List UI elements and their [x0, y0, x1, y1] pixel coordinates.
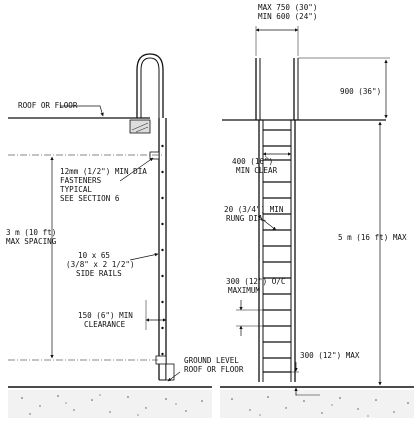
fasteners-label: 12mm (1/2") MIN DIA FASTENERS TYPICAL SE…	[60, 167, 147, 203]
fastener-brackets	[149, 151, 175, 381]
svg-text:RUNG DIA.: RUNG DIA.	[226, 214, 267, 223]
width-max-label: MAX 750 (30")	[258, 3, 317, 12]
svg-text:TYPICAL: TYPICAL	[60, 185, 92, 194]
handrail-extension	[136, 53, 164, 118]
svg-text:SEE SECTION 6: SEE SECTION 6	[60, 194, 120, 203]
svg-text:MAX SPACING: MAX SPACING	[6, 237, 57, 246]
svg-text:SIDE RAILS: SIDE RAILS	[76, 269, 122, 278]
min-clear-label: 400 (16") MIN CLEAR	[232, 157, 278, 175]
rungs	[263, 129, 291, 373]
svg-text:300 (12") O/C: 300 (12") O/C	[226, 277, 285, 286]
rail-extensions	[255, 58, 299, 120]
width-dimension	[255, 26, 299, 56]
roof-slab	[8, 117, 151, 134]
svg-text:400 (16"): 400 (16")	[232, 157, 273, 166]
svg-text:20 (3/4") MIN: 20 (3/4") MIN	[224, 205, 284, 214]
rung-spacing-label: 300 (12") O/C MAXIMUM	[226, 277, 285, 295]
svg-text:12mm (1/2") MIN DIA: 12mm (1/2") MIN DIA	[60, 167, 147, 176]
extension-label: 900 (36")	[340, 87, 381, 96]
rung-ends	[161, 144, 164, 356]
ground-slab-left	[8, 386, 212, 418]
bottom-dimension	[291, 362, 320, 396]
svg-text:GROUND LEVEL: GROUND LEVEL	[184, 356, 239, 365]
roof-or-floor-label: ROOF OR FLOOR	[18, 101, 78, 110]
svg-text:CLEARANCE: CLEARANCE	[84, 320, 126, 329]
ground-slab-right	[220, 386, 414, 418]
height-dimension	[295, 119, 384, 386]
extension-dimension	[298, 57, 390, 119]
bottom-max-label: 300 (12") MAX	[300, 351, 360, 360]
side-rails-label: 10 x 65 (3/8" x 2 1/2") SIDE RAILS	[66, 251, 135, 278]
svg-text:(3/8" x 2 1/2"): (3/8" x 2 1/2")	[66, 260, 135, 269]
svg-text:150 (6") MIN: 150 (6") MIN	[78, 311, 133, 320]
clearance-label: 150 (6") MIN CLEARANCE	[78, 311, 133, 329]
front-elevation: MAX 750 (30") MIN 600 (24") 900 (36") 40…	[220, 3, 414, 418]
side-elevation: ROOF OR FLOOR 12mm (1/2") MIN DIA FASTEN…	[6, 53, 244, 418]
ground-level-label: GROUND LEVEL ROOF OR FLOOR	[184, 356, 244, 374]
rung-spacing-dimension	[236, 300, 264, 336]
svg-text:MAXIMUM: MAXIMUM	[228, 286, 260, 295]
svg-text:10 x 65: 10 x 65	[78, 251, 110, 260]
svg-text:ROOF OR FLOOR: ROOF OR FLOOR	[184, 365, 244, 374]
svg-text:MIN CLEAR: MIN CLEAR	[236, 166, 278, 175]
width-min-label: MIN 600 (24")	[258, 12, 317, 21]
spacing-label: 3 m (10 ft) MAX SPACING	[6, 228, 57, 246]
rung-dia-label: 20 (3/4") MIN RUNG DIA.	[224, 205, 284, 223]
height-label: 5 m (16 ft) MAX	[338, 233, 407, 242]
svg-text:FASTENERS: FASTENERS	[60, 176, 102, 185]
svg-text:3 m (10 ft): 3 m (10 ft)	[6, 228, 56, 237]
front-side-rails	[258, 120, 296, 382]
side-rail	[158, 118, 167, 381]
